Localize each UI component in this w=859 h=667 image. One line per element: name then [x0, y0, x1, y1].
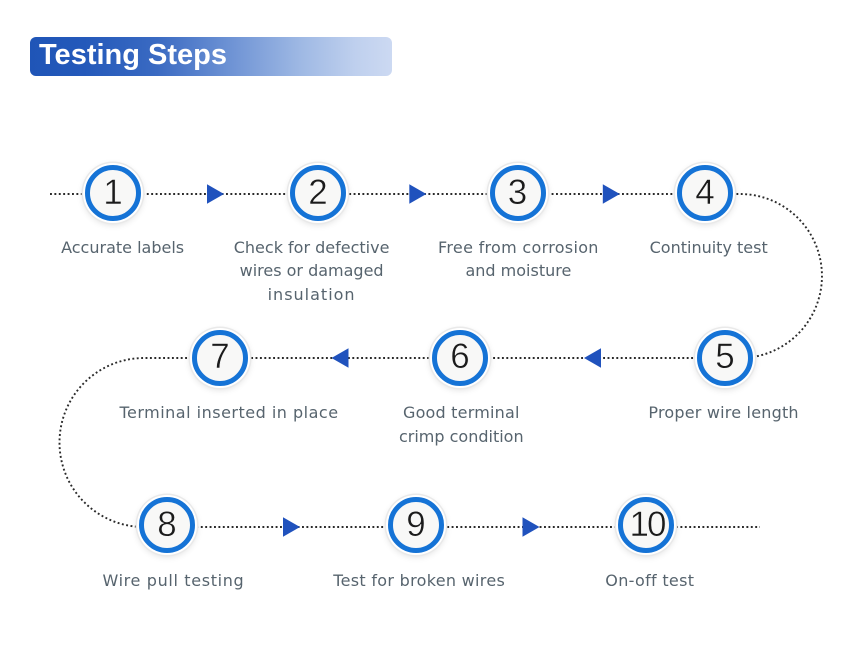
step-label-8: Wire pull testing — [102, 569, 244, 593]
step-label-9: Test for broken wires — [333, 569, 505, 593]
step-number: 7 — [210, 337, 230, 376]
step-label-line: Good terminal — [402, 403, 520, 423]
dotted-flow-line — [50, 193, 823, 528]
step-label-line: Accurate labels — [61, 237, 185, 257]
step-circle-6: 6 — [432, 329, 488, 386]
step-label-3: Free from corrosion and moisture — [438, 236, 599, 283]
page-title: Testing Steps — [39, 39, 227, 71]
step-circle-1: 1 — [85, 165, 141, 221]
arrow-right-icon — [283, 517, 300, 537]
step-circle-4: 4 — [677, 165, 733, 221]
arrow-right-icon — [602, 184, 620, 204]
arrow-right-icon — [207, 184, 224, 204]
step-label-line: Wire pull testing — [102, 570, 245, 590]
step-label-line: crimp condition — [398, 426, 524, 446]
step-circle-7: 7 — [192, 329, 248, 386]
step-label-10: On-off test — [605, 569, 694, 593]
step-label-line: Free from corrosion — [438, 237, 599, 257]
step-label-line: Proper wire length — [648, 403, 799, 423]
step-label-5: Proper wire length — [648, 401, 798, 425]
step-label-2: Check for defective wires or damaged insul… — [234, 236, 390, 307]
step-label-line: Continuity test — [649, 237, 768, 257]
arrow-left-icon — [584, 348, 601, 368]
step-label-4: Continuity test — [650, 236, 768, 260]
arrow-left-icon — [331, 348, 349, 368]
step-label-line: insulation — [267, 284, 356, 304]
step-label-line: Test for broken wires — [333, 570, 506, 590]
step-number: 8 — [157, 504, 177, 544]
flow-arrows — [207, 184, 620, 537]
step-label-line: wires or damaged — [239, 261, 384, 281]
step-number: 3 — [507, 172, 528, 212]
step-number: 10 — [629, 504, 666, 544]
arrow-right-icon — [522, 517, 540, 537]
step-circle-2: 2 — [290, 165, 346, 221]
step-circle-10: 10 — [618, 497, 674, 553]
step-label-line: Terminal inserted in place — [119, 403, 339, 423]
arrow-right-icon — [409, 184, 427, 204]
step-number: 6 — [450, 337, 470, 376]
step-number: 1 — [103, 172, 123, 212]
step-label-7: Terminal inserted in place — [119, 401, 338, 425]
step-label-line: and moisture — [465, 261, 572, 281]
step-label-6: Good terminal crimp condition — [399, 401, 524, 448]
step-label-line: On-off test — [605, 570, 695, 590]
step-circle-9: 9 — [388, 497, 444, 553]
step-number: 2 — [308, 172, 328, 212]
step-label-1: Accurate labels — [61, 236, 184, 260]
step-number: 5 — [715, 337, 735, 376]
step-number: 9 — [406, 504, 426, 544]
step-circle-8: 8 — [139, 497, 195, 553]
step-label-line: Check for defective — [233, 237, 390, 257]
step-circle-3: 3 — [489, 165, 546, 221]
step-number: 4 — [695, 172, 715, 212]
title-banner: Testing Steps — [30, 37, 392, 76]
step-circle-5: 5 — [697, 329, 753, 386]
